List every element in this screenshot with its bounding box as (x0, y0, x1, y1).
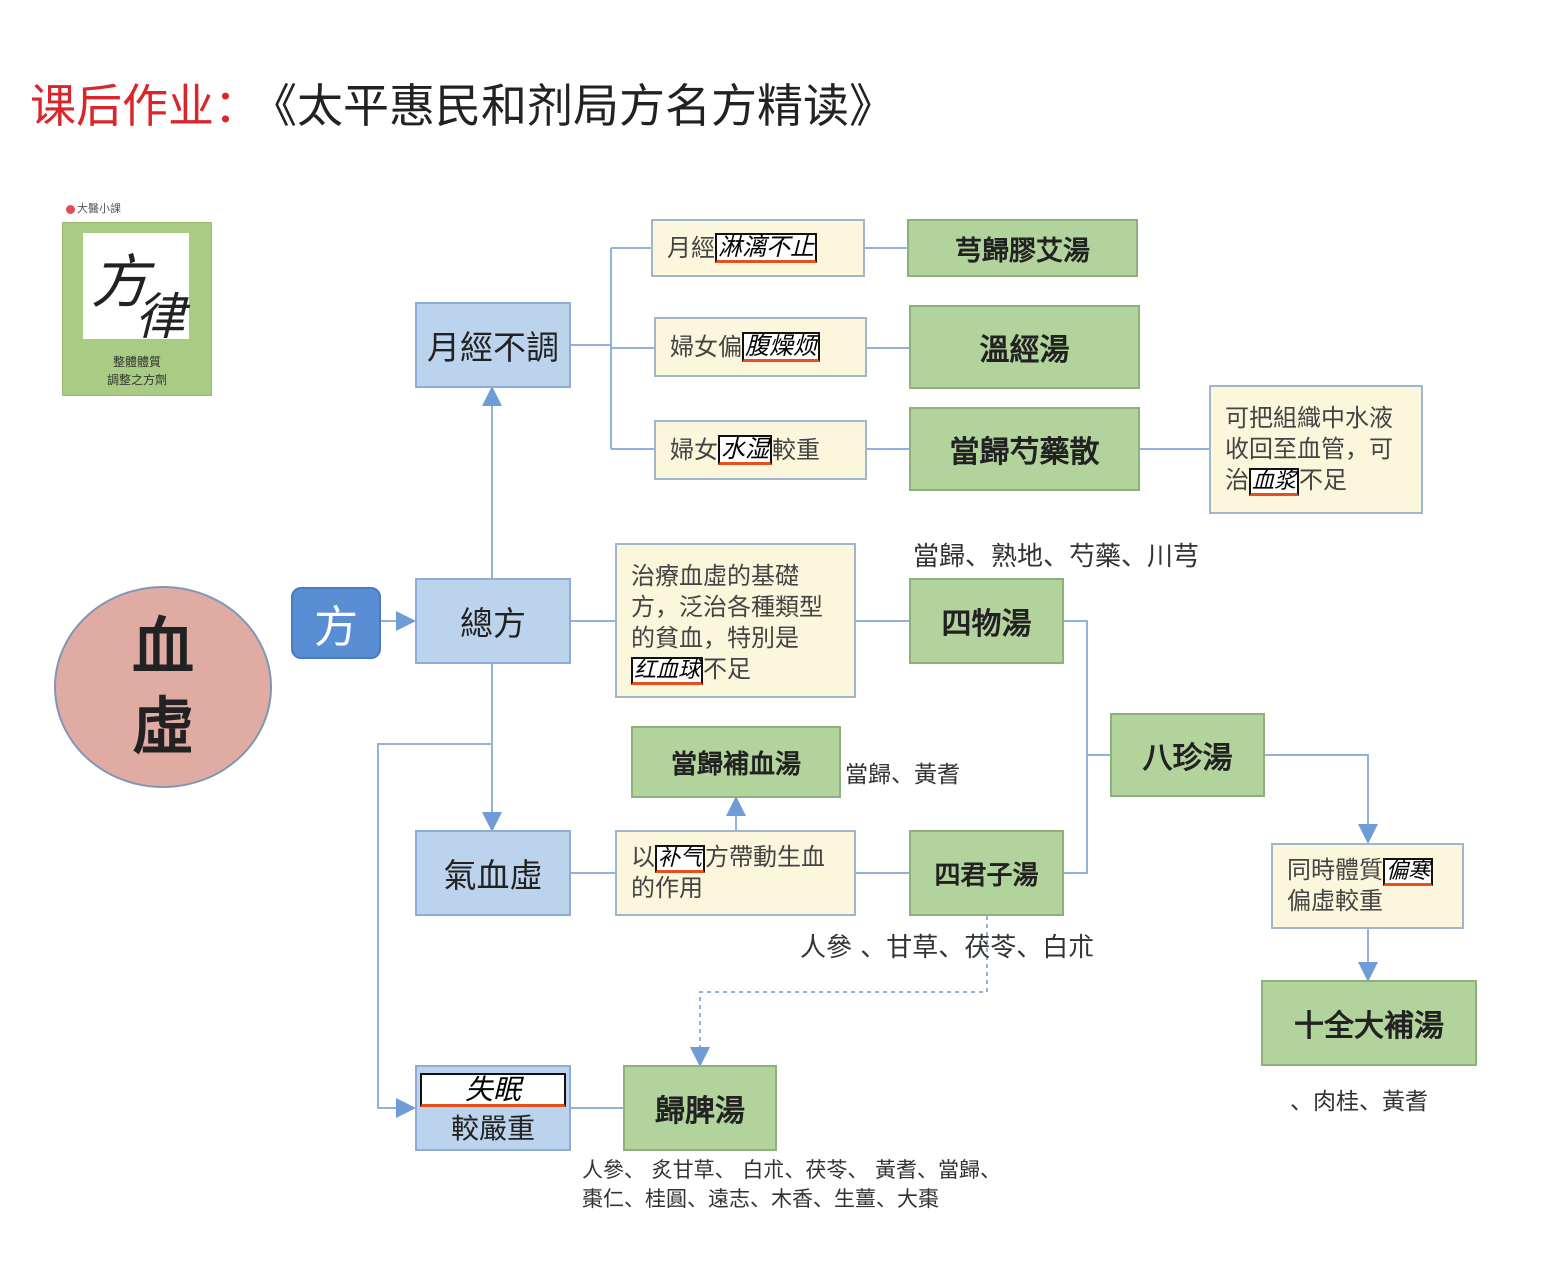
title-main: 《太平惠民和剂局方名方精读》 (274, 79, 895, 133)
formula-ba-zhen: 八珍湯 (1110, 713, 1265, 797)
desc-siwu: 治療血虛的基礎方，泛治各種類型的貧血，特別是红血球不足 (615, 543, 856, 698)
note-1-handwriting: 血浆 (1249, 467, 1300, 497)
title-prefix: 课后作业 (30, 79, 214, 133)
root-blood-deficiency: 血 虛 (54, 586, 272, 788)
ingredients-guipi: 人參、 炙甘草、 白朮、茯苓、 黃耆、當歸、棗仁、桂圓、遠志、木香、生薑、大棗 (582, 1158, 1002, 1211)
desc-sijunzi: 以补气方帶動生血的作用 (615, 830, 856, 916)
logo-caption-1: 整體體質 (112, 355, 161, 369)
note-bazhen: 同時體質偏寒偏虛較重 (1271, 843, 1464, 929)
formula-shi-quan-da-bu: 十全大補湯 (1261, 980, 1477, 1066)
title-colon: ： (214, 79, 260, 133)
root-line-1: 血 (131, 610, 194, 683)
formula-si-wu: 四物湯 (909, 578, 1064, 664)
ingredients-sijunzi: 人參 、甘草、茯苓、白朮 (800, 933, 1095, 963)
note-danggui-shaoyao: 可把組織中水液收回至血管，可治血浆不足 (1209, 385, 1423, 514)
logo-char-2: 律 (135, 288, 185, 346)
logo-char-1: 方 (91, 248, 150, 316)
category-menstrual: 月經不調 (415, 302, 571, 388)
logo-dot-icon (66, 204, 75, 214)
desc-5-handwriting: 补气 (655, 844, 706, 874)
formula-si-jun-zi: 四君子湯 (909, 830, 1064, 916)
note-2-handwriting: 偏寒 (1383, 857, 1434, 887)
formula-gui-pi: 歸脾湯 (623, 1065, 777, 1151)
category-general: 總方 (415, 578, 571, 664)
desc-women-damp: 婦女水湿較重 (654, 420, 867, 480)
insomnia-label: 較嚴重 (450, 1112, 535, 1146)
formula-xiong-gui-jiao-ai: 芎歸膠艾湯 (907, 219, 1138, 277)
page-title: 课后作业： 《太平惠民和剂局方名方精读》 (30, 70, 895, 136)
formula-dang-gui-shao-yao: 當歸芍藥散 (909, 407, 1140, 491)
formula-dang-gui-bu-xue: 當歸補血湯 (631, 726, 841, 798)
desc-1-handwriting: 淋漓不止 (715, 232, 817, 264)
desc-women-dryness: 婦女偏腹燥烦 (654, 317, 867, 377)
logo: 方 律 整體體質 調整之方劑 (62, 222, 212, 396)
desc-3-handwriting: 水湿 (718, 434, 772, 466)
fang-node: 方 (291, 587, 381, 659)
formula-wen-jing: 溫經湯 (909, 305, 1140, 389)
root-line-2: 虛 (131, 690, 194, 763)
category-qi-blood: 氣血虛 (415, 830, 571, 916)
insomnia-handwriting: 失眠 (420, 1072, 566, 1108)
desc-menstrual-flow: 月經淋漓不止 (651, 219, 865, 277)
logo-brand: 大醫小課 (66, 200, 121, 216)
category-insomnia: 失眠 較嚴重 (415, 1065, 571, 1151)
ingredients-siwu: 當歸、熟地、芍藥、川芎 (913, 542, 1200, 572)
ingredients-shiquan: 、肉桂、黃耆 (1290, 1089, 1428, 1115)
desc-4-handwriting: 红血球 (631, 657, 704, 686)
logo-caption-2: 調整之方劑 (106, 373, 167, 387)
logo-calligraphy: 方 律 (83, 233, 189, 346)
ingredients-danggui-buxue: 當歸、黃耆 (845, 762, 960, 788)
desc-2-handwriting: 腹燥烦 (742, 331, 820, 363)
